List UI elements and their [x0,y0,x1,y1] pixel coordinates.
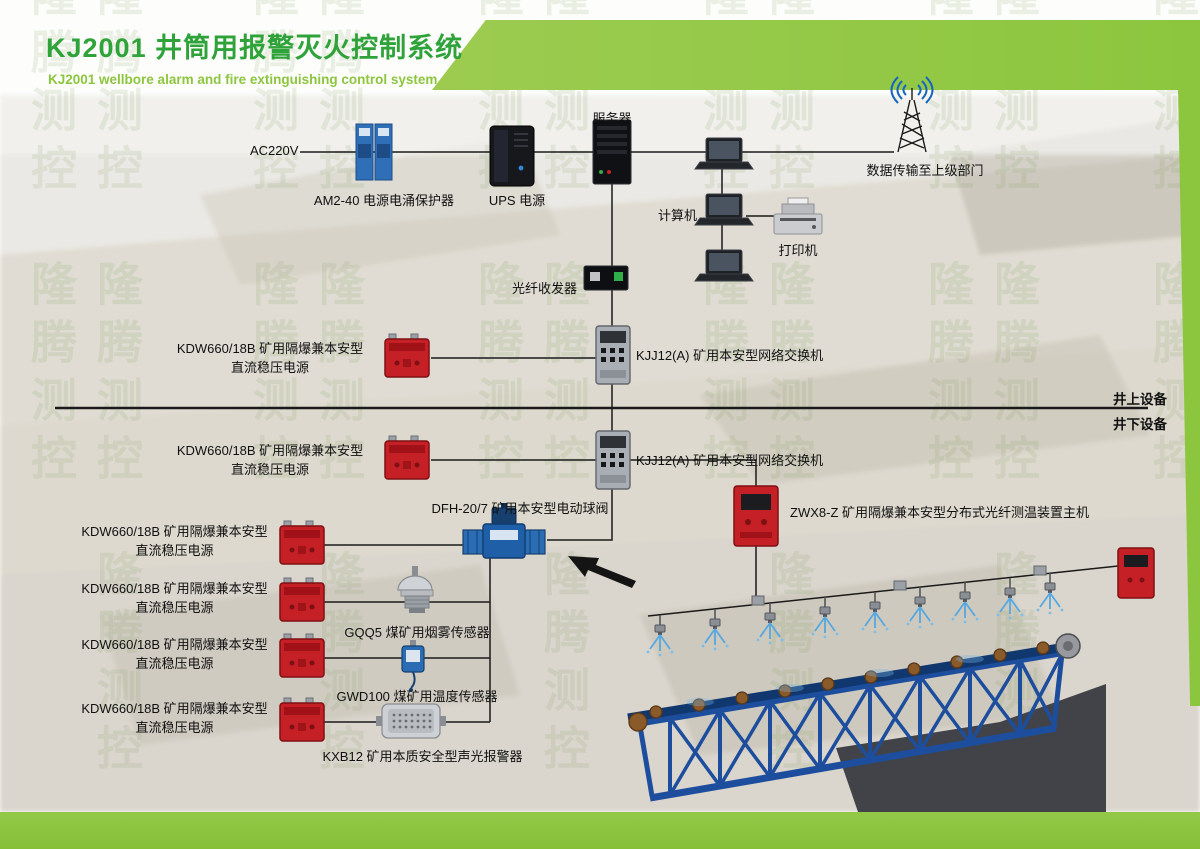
fiber-temp-host-device [733,485,779,547]
page-title: KJ2001 井筒用报警灭火控制系统 [46,33,464,63]
label-printer: 打印机 [778,243,818,258]
footer-band [0,812,1200,849]
label-psu-line1: KDW660/18B 矿用隔爆兼本安型 [81,524,268,539]
sprinkler-icon [860,591,890,635]
printer-icon [773,197,823,235]
label-psu-line1: KDW660/18B 矿用隔爆兼本安型 [176,443,364,458]
alarm-device [376,703,446,739]
surge-protector-device [355,123,393,181]
laptop-icon [694,249,754,282]
label-psu-surface: KDW660/18B 矿用隔爆兼本安型 直流稳压电源 [170,340,370,378]
label-switch-underground: KJJ12(A) 矿用本安型网络交换机 [636,453,824,468]
conveyor-structure [627,633,1106,812]
label-underground-equipment: 井下设备 [1113,417,1167,432]
label-psu-left-4: KDW660/18B 矿用隔爆兼本安型 直流稳压电源 [72,700,277,738]
label-fiber-temp-host: ZWX8-Z 矿用隔爆兼本安型分布式光纤测温装置主机 [790,505,1089,520]
label-psu-line1: KDW660/18B 矿用隔爆兼本安型 [81,581,268,596]
label-psu-left-2: KDW660/18B 矿用隔爆兼本安型 直流稳压电源 [72,580,277,618]
network-switch-surface-device [595,325,631,385]
label-psu-underground: KDW660/18B 矿用隔爆兼本安型 直流稳压电源 [170,442,370,480]
label-temp-sensor: GWD100 煤矿用温度传感器 [336,689,498,704]
label-psu-line2: 直流稳压电源 [135,719,214,735]
label-psu-line1: KDW660/18B 矿用隔爆兼本安型 [176,341,364,356]
temp-sensor-device [401,640,425,692]
sprinkler-icon [700,608,730,652]
computer-stack [694,137,754,282]
side-band [1178,88,1200,706]
label-surface-equipment: 井上设备 [1113,392,1167,407]
sprinkler-icon [645,614,675,658]
watermark-column: 隆腾测控 隆腾测控 隆腾测控 隆腾测控 隆腾测控 [922,0,1040,840]
label-psu-line2: 直流稳压电源 [135,599,214,615]
sprinkler-icon [1035,572,1065,616]
label-psu-left-1: KDW660/18B 矿用隔爆兼本安型 直流稳压电源 [72,523,277,561]
server-device [592,119,632,185]
flow-arrow [568,556,636,588]
watermark-column: 隆腾测控 隆腾测控 隆腾测控 隆腾测控 隆腾测控 [697,0,815,840]
sprinkler-icon [755,602,785,646]
label-psu-line2: 直流稳压电源 [230,359,309,375]
label-computer: 计算机 [658,208,698,223]
sprinkler-row [645,572,1065,658]
label-ups: UPS 电源 [488,193,546,208]
label-psu-line1: KDW660/18B 矿用隔爆兼本安型 [81,637,268,652]
label-smoke-sensor: GQQ5 煤矿用烟雾传感器 [344,625,490,640]
label-surge-protector: AM2-40 电源电涌保护器 [313,193,455,208]
smoke-sensor-device [397,566,434,613]
watermark-column: 隆腾测控 隆腾测控 隆腾测控 隆腾测控 隆腾测控 [472,0,590,840]
label-alarm: KXB12 矿用本质安全型声光报警器 [322,749,523,764]
sprinkler-icon [995,577,1025,621]
psu-left-device [279,697,325,742]
label-switch-surface: KJJ12(A) 矿用本安型网络交换机 [636,348,824,363]
psu-surface-device [384,333,430,378]
label-psu-left-3: KDW660/18B 矿用隔爆兼本安型 直流稳压电源 [72,636,277,674]
laptop-icon [694,193,754,226]
sprinkler-icon [905,586,935,630]
label-server: 服务器 [592,111,632,126]
psu-underground-device [384,435,430,480]
label-psu-line1: KDW660/18B 矿用隔爆兼本安型 [81,701,268,716]
psu-left-device [279,633,325,678]
laptop-icon [694,137,754,170]
network-switch-underground-device [595,430,631,490]
sprinkler-icon [950,581,980,625]
label-psu-line2: 直流稳压电源 [135,655,214,671]
ups-device [489,125,535,187]
sprinkler-icon [810,596,840,640]
label-psu-line2: 直流稳压电源 [230,461,309,477]
psu-left-device [279,520,325,565]
fiber-transceiver-device [583,265,629,291]
label-valve: DFH-20/7 矿用本安型电动球阀 [431,501,609,516]
label-psu-line2: 直流稳压电源 [135,542,214,558]
header-band [432,20,1200,90]
junction-box-device [751,565,1047,606]
psu-left-device [279,577,325,622]
label-ac220v: AC220V [250,143,299,158]
spray-terminal-device [1117,547,1155,599]
page-subtitle: KJ2001 wellbore alarm and fire extinguis… [48,72,438,87]
label-uplink: 数据传输至上级部门 [866,163,984,178]
label-fiber-transceiver: 光纤收发器 [512,281,578,296]
